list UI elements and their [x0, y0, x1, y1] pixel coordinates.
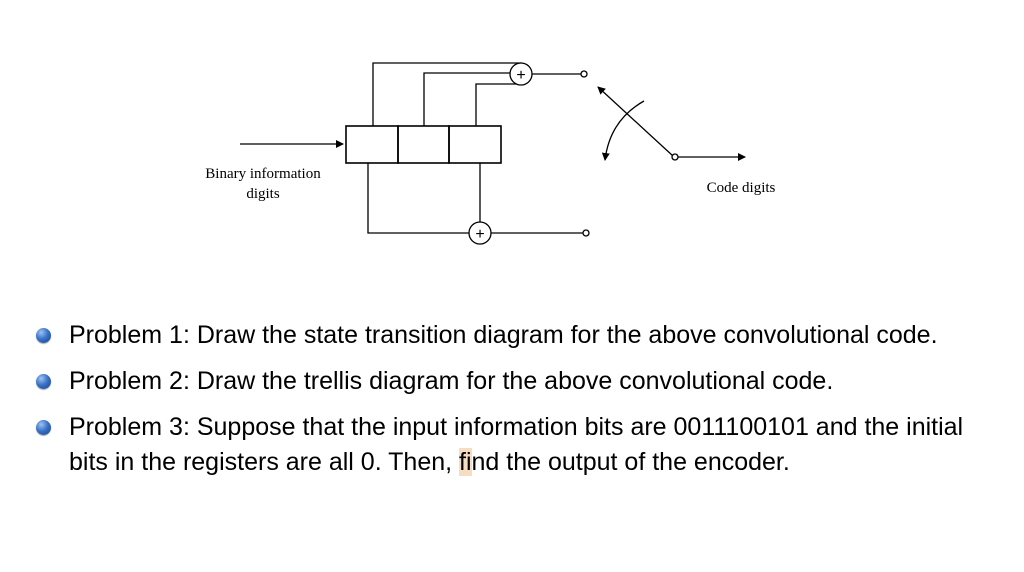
bullet-icon — [36, 420, 51, 435]
register-stage-3 — [448, 125, 502, 164]
switch-pivot — [671, 153, 679, 161]
top-adder-symbol: + — [516, 67, 525, 84]
top-output-terminal — [580, 70, 588, 78]
problem-2: Problem 2: Draw the trellis diagram for … — [36, 364, 996, 399]
register-stage-2 — [397, 125, 450, 164]
problem-3-text-start: Problem 3: Suppose that the input inform… — [69, 413, 964, 476]
input-label-line2: digits — [246, 186, 280, 202]
output-label: Code digits — [707, 180, 776, 196]
switch-arm — [597, 86, 674, 157]
problem-2-text: Problem 2: Draw the trellis diagram for … — [69, 367, 834, 395]
problem-list: Problem 1: Draw the state transition dia… — [36, 318, 996, 491]
problem-3: Problem 3: Suppose that the input inform… — [36, 410, 996, 480]
problem-1-text: Problem 1: Draw the state transition dia… — [69, 321, 938, 349]
register-stage-1 — [345, 125, 399, 164]
problem-3-text: Problem 3: Suppose that the input inform… — [69, 413, 963, 476]
problem-3-text-end: nd the output of the encoder. — [471, 448, 790, 476]
input-label-line1: Binary information — [205, 166, 321, 182]
bottom-adder-symbol: + — [475, 226, 484, 243]
problem-3-highlight: fi — [459, 448, 472, 476]
bullet-icon — [36, 374, 51, 389]
bottom-adder-taps — [367, 163, 481, 234]
top-adder-taps — [372, 62, 522, 126]
top-modulo2-adder: + — [509, 62, 533, 86]
switch-rotation-arrow — [601, 100, 645, 161]
problem-1: Problem 1: Draw the state transition dia… — [36, 318, 996, 353]
convolutional-encoder-diagram: + + Binary information digits Code digit… — [205, 62, 776, 245]
bottom-output-terminal — [582, 229, 590, 237]
shift-register — [345, 125, 502, 164]
bottom-modulo2-adder: + — [468, 221, 492, 245]
commutator-switch — [597, 86, 746, 161]
bullet-icon — [36, 328, 51, 343]
